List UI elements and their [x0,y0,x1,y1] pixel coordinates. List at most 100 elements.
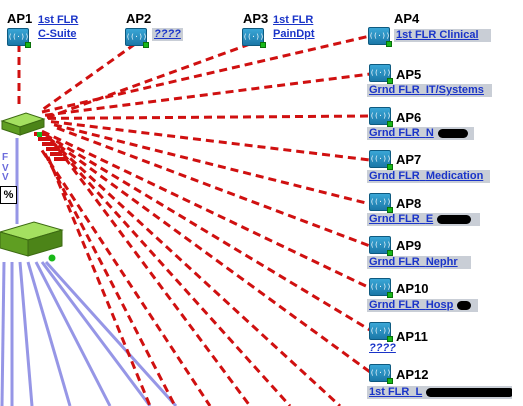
ap-info-label[interactable]: Grnd FLR IT/Systems [367,84,492,97]
status-dot [387,292,393,298]
port-link-stub [54,157,66,161]
ap-link-line [40,149,212,406]
downlink-line [26,261,72,406]
ap-info-label[interactable]: Grnd FLR Hosp [367,299,478,312]
ap-location-text: N [425,127,434,139]
ap-link-line [49,139,342,406]
access-point-icon[interactable]: ((·)) [125,28,149,48]
ap-floor-text: Grnd FLR [369,84,420,96]
ap-location-label[interactable]: ???? [152,28,183,41]
access-point-icon[interactable]: ((·)) [242,28,266,48]
ap-name: AP6 [396,110,422,125]
access-point-icon[interactable]: ((·)) [369,193,393,213]
access-point-icon[interactable]: ((·)) [7,28,31,48]
status-dot [387,378,393,384]
wifi-glyph: ((·)) [370,69,392,77]
switch-top[interactable] [0,105,48,139]
access-point-icon[interactable]: ((·)) [369,150,393,170]
wifi-glyph: ((·)) [370,198,392,206]
ap-location-label[interactable]: PainDpt [273,28,315,40]
wifi-glyph: ((·)) [369,32,391,40]
ap-location-label[interactable]: ???? [369,342,396,354]
downlink-line [34,261,112,406]
ap-link-line [50,120,371,162]
access-point-icon[interactable]: ((·)) [369,278,393,298]
wifi-glyph: ((·)) [370,327,392,335]
wifi-glyph: ((·)) [243,33,265,41]
ap-link-line [44,72,371,117]
ap-info-label[interactable]: Grnd FLR N [367,127,474,140]
access-point-icon[interactable]: ((·)) [369,64,393,84]
ap-link-line [43,152,177,406]
ap-link-line [45,42,251,120]
ap-name: AP1 [7,11,33,26]
access-point-icon[interactable]: ((·)) [368,27,392,47]
ap-location-text: Nephr [425,256,458,268]
wifi-glyph: ((·)) [370,369,392,377]
ap-info-label[interactable]: 1st FLR Clinical [394,29,491,42]
ap-floor-text: Grnd FLR [369,213,420,225]
downlink-line [44,260,178,406]
redaction-mark [437,128,468,138]
redaction-mark [426,387,512,397]
ap-link-line [56,126,371,248]
ap-floor-label[interactable]: 1st FLR [273,14,314,26]
ap-floor-text: Grnd FLR [369,256,420,268]
ap-floor-text: 1st FLR [369,386,410,398]
ap-location-text: L [415,386,423,398]
status-dot [260,42,266,48]
ap-name: AP10 [396,281,429,296]
ap-name: AP2 [126,11,152,26]
ap-floor-text: Grnd FLR [369,299,420,311]
switch-main-icon [0,221,64,262]
ap-link-line [52,142,292,406]
status-dot [25,42,31,48]
wifi-glyph: ((·)) [370,241,392,249]
status-dot [387,336,393,342]
ap-info-label[interactable]: Grnd FLR Medication [367,170,490,183]
switch-main[interactable] [0,218,64,266]
access-point-icon[interactable]: ((·)) [369,364,393,384]
port-link-stub [50,152,62,156]
access-point-icon[interactable]: ((·)) [369,107,393,127]
ap-name: AP11 [396,329,428,344]
side-text-3: V [2,172,9,183]
ap-floor-text: Grnd FLR [369,170,420,182]
wifi-glyph: ((·)) [370,283,392,291]
ap-info-label[interactable]: 1st FLR L [367,386,512,399]
access-point-icon[interactable]: ((·)) [369,236,393,256]
side-text-2: V [2,163,9,174]
port-link-stub [46,147,58,151]
ap-link-line [47,136,371,374]
status-dot [387,78,393,84]
ap-floor-label[interactable]: 1st FLR [38,14,79,26]
ap-location-text: Medication [425,170,484,182]
ap-name: AP12 [396,367,429,382]
access-point-icon[interactable]: ((·)) [369,322,393,342]
wifi-glyph: ((·)) [370,112,392,120]
ap-link-line [53,123,371,206]
ap-link-line [55,146,252,406]
wifi-glyph: ((·)) [370,155,392,163]
status-dot [387,164,393,170]
ap-location-text: Clinical [439,29,479,41]
ap-link-line [44,133,371,332]
redaction-mark [457,300,472,310]
ap-floor-text: Grnd FLR [369,127,420,139]
ap-location-text: IT/Systems [425,84,484,96]
switch-top-icon [0,112,46,137]
ap-link-line [41,34,371,114]
ap-info-label[interactable]: Grnd FLR Nephr [367,256,471,269]
ap-location-label[interactable]: C-Suite [38,28,77,40]
downlink-line [0,261,6,406]
ap-name: AP9 [396,238,422,253]
port-link-stub [42,142,54,146]
ap-link-line [41,129,371,290]
ap-info-label[interactable]: Grnd FLR E [367,213,480,226]
status-dot [386,41,392,47]
percent-indicator: % [0,186,17,204]
ap-name: AP3 [243,11,269,26]
wifi-glyph: ((·)) [126,33,148,41]
port-link-stub [38,137,50,141]
downlink-line [40,261,152,406]
